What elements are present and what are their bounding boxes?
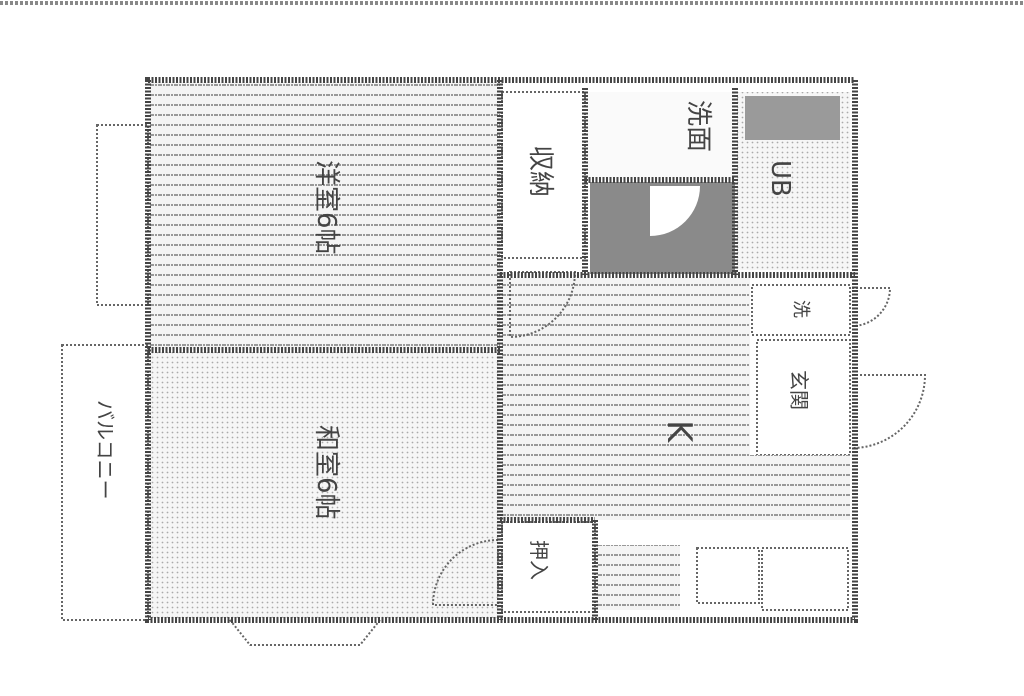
- door-swing: [650, 186, 700, 236]
- label-western-room: 洋室6帖: [311, 160, 341, 255]
- bay-window: [229, 619, 381, 646]
- label-bath: UB: [765, 160, 795, 197]
- balcony: [61, 344, 149, 621]
- washroom: [587, 92, 735, 180]
- laundry-door-swing: [851, 287, 892, 327]
- label-storage: 収納: [525, 145, 555, 197]
- kitchen-right: [750, 455, 850, 520]
- label-balcony: バルコニー: [93, 400, 117, 500]
- label-closet: 押入: [527, 540, 551, 580]
- label-japanese-room: 和室6帖: [311, 425, 341, 520]
- balcony-small: [96, 124, 149, 306]
- storage: [501, 91, 586, 259]
- laundry: [751, 284, 851, 336]
- door-swing-japanese: [431, 538, 499, 606]
- label-washroom: 洗面: [683, 100, 713, 152]
- label-entrance: 玄関: [787, 370, 811, 410]
- label-laundry: 洗: [790, 300, 811, 318]
- label-kitchen: K: [659, 420, 699, 444]
- entrance-door-swing: [851, 374, 927, 449]
- kitchen-counter: [597, 545, 680, 610]
- bath-tub: [745, 96, 840, 140]
- door-swing-kitchen: [509, 271, 577, 339]
- kitchen: [502, 278, 750, 520]
- sink: [761, 547, 849, 611]
- western-room: [150, 82, 500, 350]
- fridge-space: [696, 547, 760, 604]
